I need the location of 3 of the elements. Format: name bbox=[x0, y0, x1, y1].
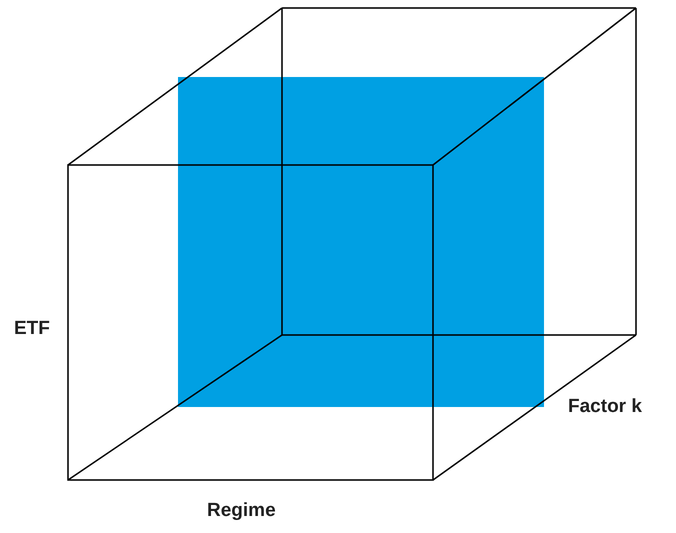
axis-label: Factor k bbox=[568, 396, 642, 418]
axis-label: ETF bbox=[14, 318, 50, 340]
axis-label: Regime bbox=[207, 500, 276, 522]
